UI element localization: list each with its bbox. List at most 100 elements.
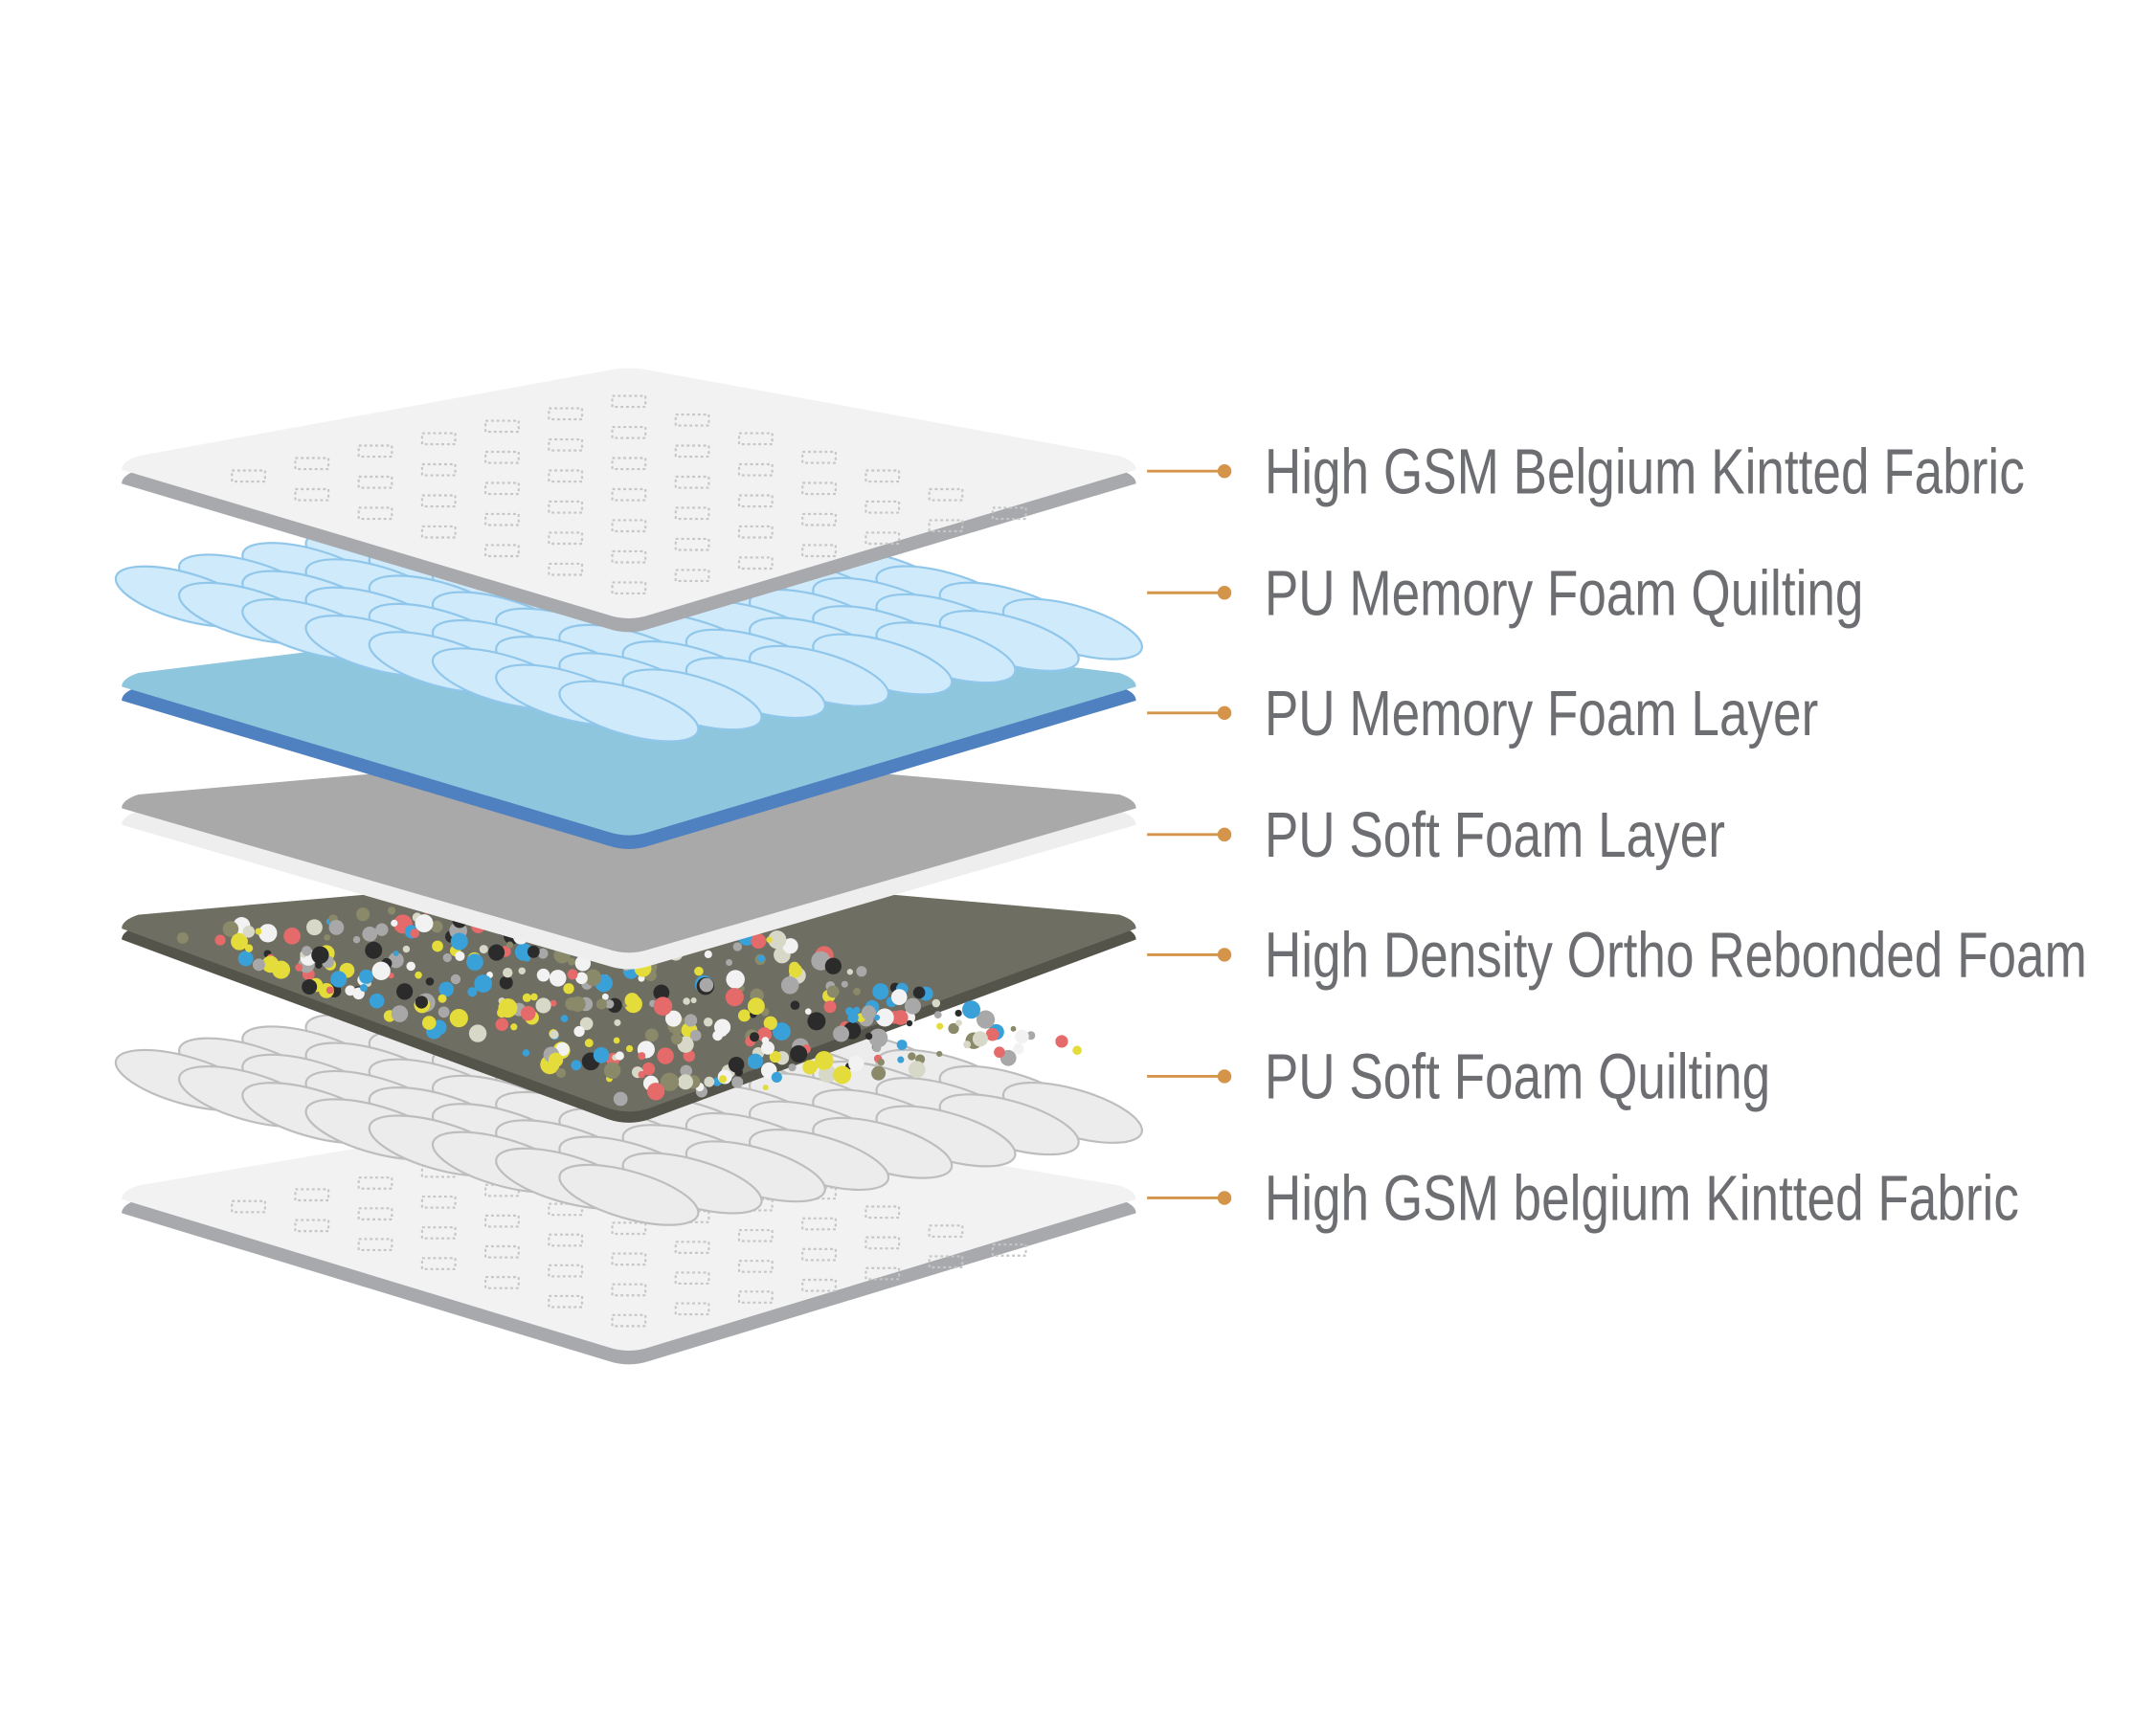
rebonded-chip: [680, 1064, 692, 1078]
rebonded-chip: [360, 984, 368, 992]
rebonded-chip: [703, 1018, 713, 1027]
rebonded-chip: [415, 996, 428, 1009]
fabric-pattern-mark: [420, 494, 457, 508]
label-row: High Density Ortho Rebonded Foam: [1147, 920, 2087, 991]
rebonded-chip: [535, 997, 551, 1014]
rebonded-chip: [1055, 1035, 1068, 1048]
fabric-pattern-mark: [801, 544, 837, 558]
rebonded-chip: [717, 1027, 728, 1038]
leader-dot: [1217, 1069, 1232, 1084]
rebonded-chip: [737, 1009, 751, 1022]
layer-label: High GSM Belgium Kintted Fabric: [1265, 436, 2025, 507]
rebonded-chip: [782, 938, 798, 954]
rebonded-chip: [872, 983, 889, 1000]
rebonded-chip: [468, 1024, 487, 1042]
rebonded-chip: [790, 1000, 800, 1011]
quilt-pad: [558, 680, 700, 743]
rebonded-chip: [868, 1028, 888, 1048]
rebonded-chip: [933, 1011, 942, 1019]
rebonded-chip: [704, 950, 712, 959]
rebonded-chip: [393, 951, 399, 956]
rebonded-chip: [302, 978, 318, 995]
rebonded-chip: [833, 1065, 852, 1085]
label-row: PU Soft Foam Layer: [1147, 799, 1725, 870]
fabric-pattern-mark: [801, 481, 837, 496]
rebonded-chip: [391, 1005, 409, 1022]
rebonded-chip: [761, 1037, 770, 1044]
rebonded-chip: [613, 1091, 628, 1107]
rebonded-chip: [324, 934, 330, 941]
rebonded-chip: [567, 969, 578, 980]
rebonded-chip: [176, 931, 189, 944]
rebonded-chip: [330, 971, 348, 988]
fabric-pattern-mark: [611, 549, 647, 564]
rebonded-chip: [732, 942, 743, 951]
rebonded-chip: [595, 998, 607, 1010]
fabric-pattern-mark: [357, 1238, 393, 1252]
rebonded-chip: [908, 1052, 916, 1061]
rebonded-chip: [683, 997, 690, 1005]
rebonded-chip: [520, 1005, 536, 1021]
rebonded-chip: [527, 945, 540, 958]
rebonded-chip: [467, 987, 478, 997]
fabric-pattern-mark: [548, 437, 584, 452]
fabric-pattern-mark: [357, 444, 393, 459]
rebonded-chip: [488, 944, 505, 961]
rebonded-chip: [814, 1051, 834, 1070]
rebonded-chip: [653, 984, 670, 1001]
rebonded-chip: [763, 1016, 777, 1030]
fabric-pattern-mark: [737, 462, 774, 477]
fabric-pattern-mark: [865, 531, 901, 546]
rebonded-chip: [994, 1046, 1005, 1059]
rebonded-chip: [237, 951, 254, 967]
fabric-pattern-mark: [737, 1290, 774, 1304]
rebonded-chip: [573, 1025, 585, 1038]
rebonded-chip: [450, 932, 468, 951]
rebonded-chip: [936, 1022, 944, 1030]
rebonded-chip: [498, 998, 518, 1018]
layer-label: PU Memory Foam Layer: [1265, 678, 1818, 749]
rebonded-chip: [788, 964, 803, 978]
fabric-pattern-mark: [801, 1278, 837, 1292]
rebonded-chip: [579, 1017, 594, 1031]
label-row: PU Memory Foam Layer: [1147, 678, 1818, 749]
fabric-pattern-mark: [420, 1257, 457, 1270]
rebonded-chip: [222, 921, 239, 937]
rebonded-chip: [570, 996, 586, 1013]
rebonded-chip: [244, 944, 254, 952]
fabric-pattern-mark: [928, 1224, 964, 1238]
rebonded-chip: [670, 1033, 683, 1045]
fabric-pattern-mark: [865, 469, 901, 483]
rebonded-chip: [747, 1053, 764, 1069]
rebonded-chip: [908, 1061, 926, 1079]
rebonded-chip: [1072, 1045, 1082, 1056]
soft-foam-layer: [122, 750, 1136, 970]
rebonded-chip: [646, 1083, 665, 1101]
fabric-pattern-mark: [420, 1195, 457, 1209]
rebonded-chip: [359, 969, 374, 984]
rebonded-chip: [421, 1016, 437, 1030]
rebonded-chip: [548, 1052, 564, 1067]
layer-surface: [122, 750, 1136, 953]
rebonded-chip: [976, 1010, 996, 1029]
rebonded-chip: [258, 924, 278, 943]
fabric-pattern-mark: [420, 462, 457, 477]
rebonded-chip: [833, 1025, 850, 1042]
rebonded-chip: [438, 1006, 450, 1018]
rebonded-chip: [644, 1028, 659, 1042]
rebonded-chip: [912, 986, 926, 999]
rebonded-chip: [410, 929, 420, 938]
rebonded-chip: [954, 1009, 962, 1018]
rebonded-chip: [972, 1031, 988, 1047]
fabric-pattern-mark: [548, 531, 584, 546]
rebonded-chip: [505, 941, 514, 949]
leader-dot: [1217, 705, 1232, 721]
rebonded-chip: [865, 1032, 873, 1041]
rebonded-chip: [438, 981, 455, 997]
rebonded-chip: [873, 1014, 881, 1021]
rebonded-chip: [734, 1067, 743, 1077]
fabric-pattern-mark: [674, 506, 710, 521]
rebonded-chip: [568, 957, 576, 966]
rebonded-chip: [406, 961, 415, 972]
fabric-pattern-mark: [548, 407, 584, 421]
